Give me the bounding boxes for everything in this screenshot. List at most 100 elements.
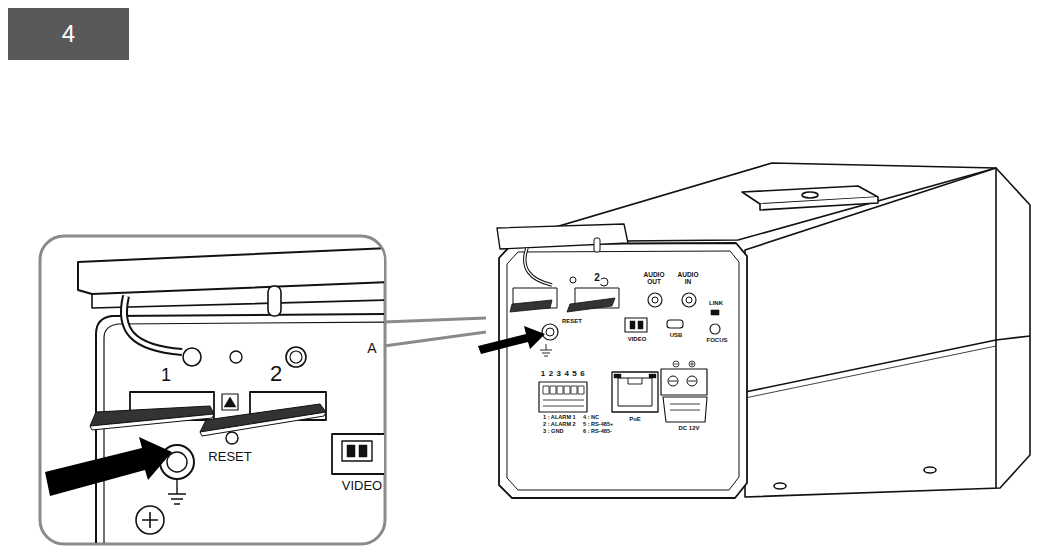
zoom-panel-part-part xyxy=(142,512,158,528)
camera-back-panel-part xyxy=(564,386,570,394)
connector-label: PoE xyxy=(628,416,642,422)
camera-back-panel-part xyxy=(625,318,647,332)
camera-back-panel-part xyxy=(546,328,554,336)
step-number-box: 4 xyxy=(8,8,129,60)
camera-back-panel-part xyxy=(567,298,615,312)
camera-back-panel-part xyxy=(525,248,552,285)
connector-label: AUDIO OUT xyxy=(641,272,667,286)
camera-body-part xyxy=(745,346,996,398)
zoom-panel-part-part xyxy=(104,322,384,543)
camera-back-panel-part xyxy=(539,382,587,412)
camera-back-panel-part xyxy=(630,321,635,329)
zoom-panel-part-part xyxy=(268,286,281,316)
zoom-panel-part-part xyxy=(78,248,384,294)
camera-back-panel-part xyxy=(612,372,658,412)
camera-back-panel-part xyxy=(557,386,563,394)
camera-back-panel-part xyxy=(614,374,621,378)
zoom-panel-part-part xyxy=(332,434,384,474)
camera-back-panel-part xyxy=(670,404,700,410)
camera-back-panel-part xyxy=(669,381,696,382)
zoom-panel-part-part xyxy=(347,445,355,457)
camera-back-panel-part xyxy=(570,277,576,283)
zoom-panel-part-part xyxy=(96,314,384,543)
camera-body-part xyxy=(745,336,1030,392)
pin-name: 3 : GND xyxy=(542,429,565,435)
pin-name: 4 : NC xyxy=(582,415,600,421)
zoom-leader xyxy=(384,318,486,346)
insert-arrow xyxy=(478,326,545,354)
camera-back-panel-part xyxy=(550,386,556,394)
camera-back-panel-part xyxy=(525,248,552,285)
camera-back-panel-part xyxy=(600,278,608,286)
zoom-panel-part-part xyxy=(342,441,372,461)
pin-name: 5 : RS-485+ xyxy=(582,422,614,428)
camera-back-panel-part xyxy=(686,297,692,303)
connector-label: USB xyxy=(669,332,684,338)
camera-back-panel xyxy=(497,224,747,498)
camera-body-part xyxy=(774,483,786,489)
connector-label: VIDEO xyxy=(627,336,648,342)
camera-back-panel-part xyxy=(507,251,739,490)
camera-back-panel-part xyxy=(652,297,658,303)
camera-back-panel-part xyxy=(510,300,552,312)
zoom-panel-part-part xyxy=(90,414,214,430)
zoom-panel-part-part xyxy=(124,296,182,352)
camera-body-part xyxy=(802,192,818,198)
zoom-panel-part-part xyxy=(224,397,236,407)
insert-arrow xyxy=(45,437,172,496)
camera-back-panel-part xyxy=(638,321,643,329)
indicator-label: LINK xyxy=(708,300,724,306)
camera-body-part xyxy=(924,467,936,473)
camera-back-panel-part xyxy=(543,386,549,394)
connector-label: DC 12V xyxy=(677,425,700,431)
camera-back-panel-part xyxy=(540,344,552,356)
zoom-panel-part-part xyxy=(136,506,164,534)
camera-back-panel-part xyxy=(543,400,584,406)
camera-back-panel-part xyxy=(628,378,642,384)
connector-label: A xyxy=(366,341,377,356)
zoom-panel-part-part xyxy=(222,394,238,410)
zoom-panel-part-part xyxy=(168,480,186,504)
slot-number: 2 xyxy=(593,273,601,284)
camera-body-part xyxy=(745,168,1030,497)
slot-number: 1 xyxy=(160,366,172,385)
camera-back-panel-part xyxy=(648,293,662,307)
camera-body xyxy=(505,163,1030,497)
zoom-panel-part-part xyxy=(290,351,302,363)
camera-back-panel-part xyxy=(682,293,696,307)
button-label: RESET xyxy=(207,450,252,464)
camera-back-panel-part xyxy=(571,386,577,394)
camera-back-panel-part xyxy=(649,374,656,378)
camera-body-part xyxy=(760,197,878,210)
zoom-panel-part-part xyxy=(183,348,201,366)
connector-label: AUDIO IN xyxy=(675,272,701,286)
camera-back-panel-part xyxy=(667,320,683,328)
camera-back-panel-part xyxy=(499,243,747,498)
step-number: 4 xyxy=(62,20,75,48)
zoom-leader-part xyxy=(384,318,486,322)
zoom-panel-part-part xyxy=(124,296,182,352)
zoom-panel-part-part xyxy=(200,412,326,436)
camera-back-panel-part xyxy=(710,324,720,334)
zoom-panel-part xyxy=(78,248,384,543)
zoom-leader-part xyxy=(384,332,486,346)
camera-back-panel-part xyxy=(674,362,694,366)
slot-number: 2 xyxy=(269,362,283,385)
pin-number: 1 2 3 4 5 6 xyxy=(540,370,586,378)
camera-back-panel-part xyxy=(618,378,652,406)
camera-body-part xyxy=(995,168,997,488)
zoom-panel-part-part xyxy=(226,432,238,444)
pin-name: 2 : ALARM 2 xyxy=(542,422,577,428)
zoom-panel-part-part xyxy=(92,294,384,308)
zoom-panel-part-part xyxy=(359,445,367,457)
zoom-panel-part-part xyxy=(167,452,187,472)
connector-label: VIDEO xyxy=(341,479,383,493)
camera-back-panel-part xyxy=(542,324,558,340)
camera-back-panel-part xyxy=(661,369,707,395)
camera-back-panel-part xyxy=(594,238,600,252)
button-label: RESET xyxy=(561,318,583,324)
camera-back-panel-part xyxy=(497,224,628,249)
